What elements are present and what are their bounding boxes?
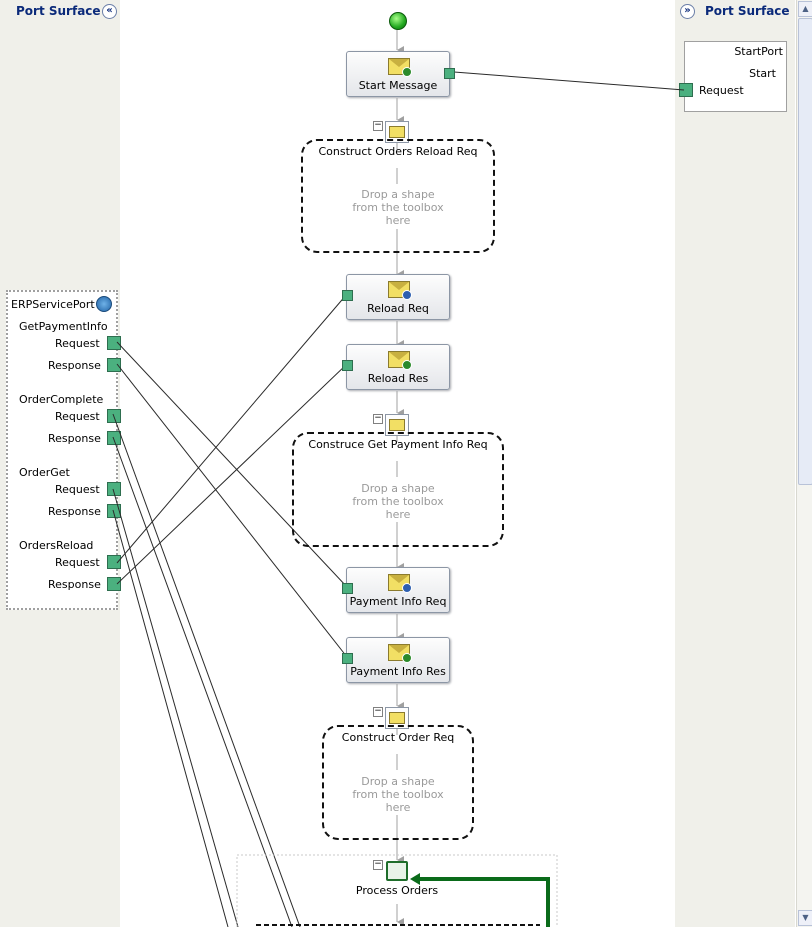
start-message-shape[interactable]: Start Message bbox=[346, 51, 455, 97]
receive-message-icon bbox=[388, 644, 412, 663]
collapse-construct-order-button[interactable]: − bbox=[373, 706, 383, 717]
collapse-construct-get-payment-button[interactable]: − bbox=[373, 413, 383, 424]
payment-info-res-label: Payment Info Res bbox=[350, 665, 446, 678]
vertical-scrollbar[interactable]: ▲ ▼ bbox=[796, 0, 812, 927]
scrollbar-thumb[interactable] bbox=[798, 18, 812, 485]
ordercomplete-response-label: Response bbox=[48, 432, 101, 445]
drop-hint-line-2: from the toolbox bbox=[352, 495, 444, 508]
getpaymentinfo-request-label: Request bbox=[55, 337, 100, 350]
start-circle-icon[interactable] bbox=[389, 12, 407, 30]
reload-res-shape[interactable]: Reload Res bbox=[342, 344, 450, 390]
loop-icon[interactable] bbox=[386, 861, 408, 881]
operation-ordercomplete: OrderComplete bbox=[19, 393, 104, 406]
drop-hint-line-3: here bbox=[385, 214, 411, 227]
reload-req-label: Reload Req bbox=[367, 302, 429, 315]
orderget-response-connector[interactable] bbox=[107, 504, 121, 518]
reload-req-port-connector[interactable] bbox=[342, 290, 353, 301]
construct-order-req-block[interactable]: Construct Order Req Drop a shape from th… bbox=[322, 725, 474, 840]
ordersreload-request-connector[interactable] bbox=[107, 555, 121, 569]
orderget-response-label: Response bbox=[48, 505, 101, 518]
ordersreload-response-label: Response bbox=[48, 578, 101, 591]
payment-info-req-label: Payment Info Req bbox=[349, 595, 447, 608]
ordersreload-request-label: Request bbox=[55, 556, 100, 569]
operation-ordersreload: OrdersReload bbox=[19, 539, 94, 552]
start-port[interactable]: StartPort Start Request bbox=[679, 41, 787, 112]
drop-hint-line-1: Drop a shape bbox=[361, 775, 435, 788]
scroll-up-arrow-icon[interactable]: ▲ bbox=[798, 1, 812, 17]
expand-right-surface-button[interactable]: » bbox=[680, 4, 695, 19]
reload-req-shape[interactable]: Reload Req bbox=[342, 274, 450, 320]
right-port-surface: » Port Surface StartPort Start Request bbox=[675, 0, 795, 927]
getpaymentinfo-response-connector[interactable] bbox=[107, 358, 121, 372]
start-port-operation: Start bbox=[749, 67, 776, 80]
orderget-request-label: Request bbox=[55, 483, 100, 496]
drop-hint-line-3: here bbox=[385, 801, 411, 814]
start-port-request-label: Request bbox=[699, 84, 744, 97]
operation-orderget: OrderGet bbox=[19, 466, 70, 479]
getpaymentinfo-response-label: Response bbox=[48, 359, 101, 372]
payment-info-res-port-connector[interactable] bbox=[342, 653, 353, 664]
send-message-icon bbox=[388, 574, 412, 593]
collapse-construct-orders-reload-button[interactable]: − bbox=[373, 120, 383, 131]
drop-hint-line-3: here bbox=[385, 508, 411, 521]
start-message-port-connector[interactable] bbox=[444, 68, 455, 79]
receive-message-icon bbox=[388, 351, 412, 370]
reload-res-port-connector[interactable] bbox=[342, 360, 353, 371]
orderget-request-connector[interactable] bbox=[107, 482, 121, 496]
send-message-icon bbox=[388, 281, 412, 300]
ordercomplete-response-connector[interactable] bbox=[107, 431, 121, 445]
erp-service-port[interactable]: ERPServicePort GetPaymentInfo Request Re… bbox=[6, 290, 121, 610]
drop-hint-line-1: Drop a shape bbox=[361, 188, 435, 201]
payment-info-req-port-connector[interactable] bbox=[342, 583, 353, 594]
receive-message-icon bbox=[388, 58, 412, 77]
construct-get-payment-info-block[interactable]: Construce Get Payment Info Req Drop a sh… bbox=[292, 432, 504, 547]
left-port-surface: Port Surface « ERPServicePort GetPayment… bbox=[0, 0, 121, 927]
port-icon bbox=[96, 296, 112, 312]
left-port-surface-title: Port Surface bbox=[16, 4, 101, 18]
getpaymentinfo-request-connector[interactable] bbox=[107, 336, 121, 350]
reload-res-label: Reload Res bbox=[367, 372, 429, 385]
payment-info-res-shape[interactable]: Payment Info Res bbox=[342, 637, 450, 683]
construct-get-payment-info-title: Construce Get Payment Info Req bbox=[308, 438, 488, 451]
ordercomplete-request-label: Request bbox=[55, 410, 100, 423]
start-message-label: Start Message bbox=[358, 79, 438, 92]
scroll-down-arrow-icon[interactable]: ▼ bbox=[798, 910, 812, 926]
construct-order-req-title: Construct Order Req bbox=[341, 731, 455, 744]
construct-message-icon bbox=[385, 121, 409, 143]
construct-orders-reload-block[interactable]: Construct Orders Reload Req Drop a shape… bbox=[301, 139, 495, 253]
drop-hint-line-2: from the toolbox bbox=[352, 201, 444, 214]
right-port-surface-title: Port Surface bbox=[705, 4, 790, 18]
construct-orders-reload-title: Construct Orders Reload Req bbox=[318, 145, 478, 158]
collapse-process-orders-button[interactable]: − bbox=[373, 859, 383, 870]
ordersreload-response-connector[interactable] bbox=[107, 577, 121, 591]
operation-getpaymentinfo: GetPaymentInfo bbox=[19, 320, 108, 333]
process-orders-label: Process Orders bbox=[355, 884, 439, 897]
drop-hint-line-2: from the toolbox bbox=[352, 788, 444, 801]
erp-port-name: ERPServicePort bbox=[11, 298, 95, 311]
collapse-left-surface-button[interactable]: « bbox=[102, 4, 117, 19]
drop-hint-line-1: Drop a shape bbox=[361, 482, 435, 495]
payment-info-req-shape[interactable]: Payment Info Req bbox=[342, 567, 450, 613]
start-port-name: StartPort bbox=[734, 45, 783, 58]
construct-message-icon bbox=[385, 414, 409, 436]
construct-message-icon bbox=[385, 707, 409, 729]
